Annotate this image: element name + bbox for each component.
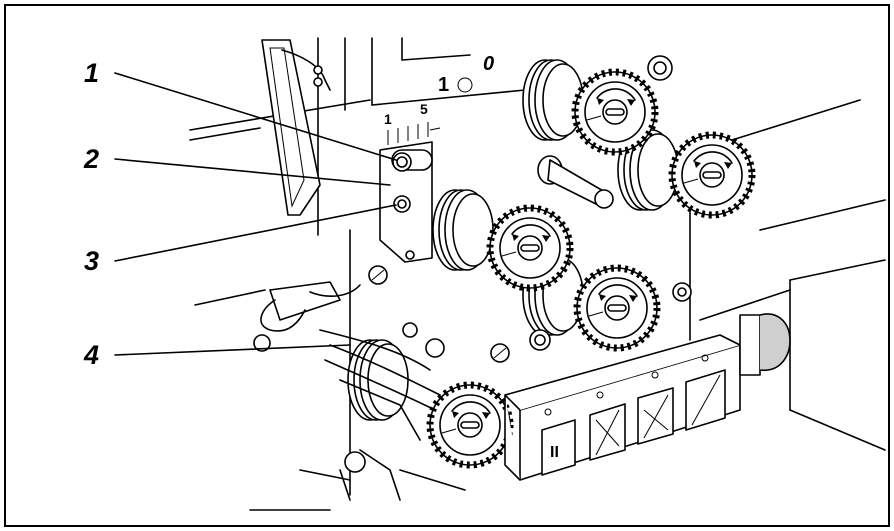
panel-mark-off: 0	[483, 53, 494, 75]
callout-2: 2	[83, 144, 99, 174]
bracket-arm	[261, 39, 331, 216]
panel-mark-circle	[457, 77, 473, 93]
scale-plate: 1 5	[379, 101, 441, 263]
scale-high-label: 5	[420, 101, 428, 117]
leader-line-3	[114, 204, 397, 262]
leader-line-2	[114, 158, 391, 186]
callout-1: 1	[84, 58, 99, 88]
scale-low-label: 1	[384, 111, 392, 127]
callouts: 1 2 3 4	[83, 58, 99, 370]
panel-marks: 1 0	[438, 53, 494, 96]
switch-block: II	[504, 313, 791, 481]
leader-lines	[114, 72, 397, 356]
panel-screws	[253, 55, 692, 363]
figure-frame	[4, 4, 890, 527]
tension-knob	[430, 385, 510, 465]
callout-3: 3	[84, 246, 99, 276]
panel-mark-on: 1	[438, 74, 449, 96]
center-bolt	[537, 155, 614, 209]
switch-1-mark: II	[550, 444, 559, 461]
leader-line-4	[114, 344, 351, 356]
thread-guide	[260, 281, 445, 501]
leader-line-1	[114, 72, 397, 161]
callout-4: 4	[83, 340, 99, 370]
switch-1	[541, 419, 576, 476]
